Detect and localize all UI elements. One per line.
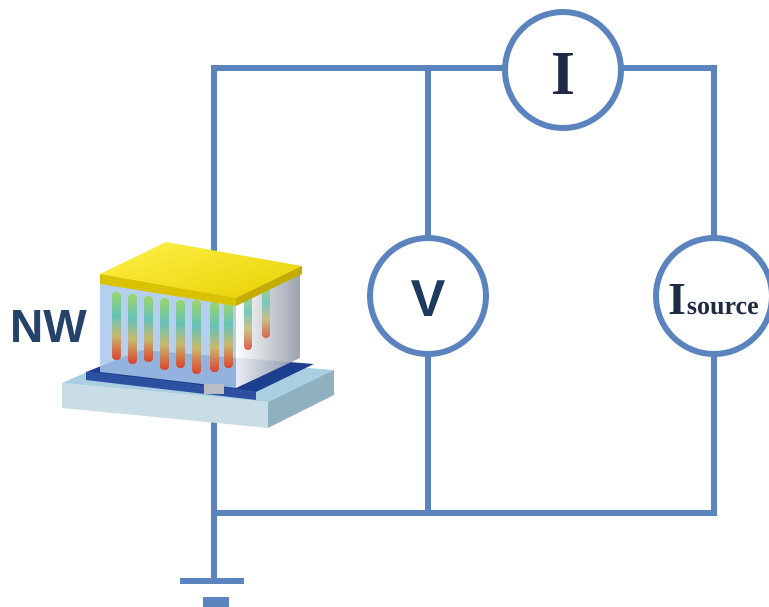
nanowire-array [112, 284, 270, 374]
device-substrate-side [268, 370, 334, 428]
voltmeter: V [367, 235, 489, 357]
device-top-electrode-side [236, 266, 302, 306]
bottom-contact-pad [204, 384, 224, 394]
nanowire-device: NW [10, 242, 334, 428]
device-label: NW [10, 300, 87, 352]
wires [211, 65, 717, 583]
device-substrate-front [62, 383, 268, 428]
device-top-electrode [100, 242, 302, 298]
current-source: Isource [653, 235, 769, 357]
ammeter-label: I [551, 40, 575, 108]
current-source-subscript: source [687, 291, 759, 320]
device-top-electrode-front [100, 274, 236, 306]
ground-symbol [180, 578, 244, 607]
voltmeter-label: V [411, 270, 446, 328]
current-source-symbol: I [668, 273, 686, 324]
wire-top-right [618, 65, 717, 239]
current-source-label: Isource [668, 273, 759, 324]
ammeter: I [502, 9, 624, 131]
